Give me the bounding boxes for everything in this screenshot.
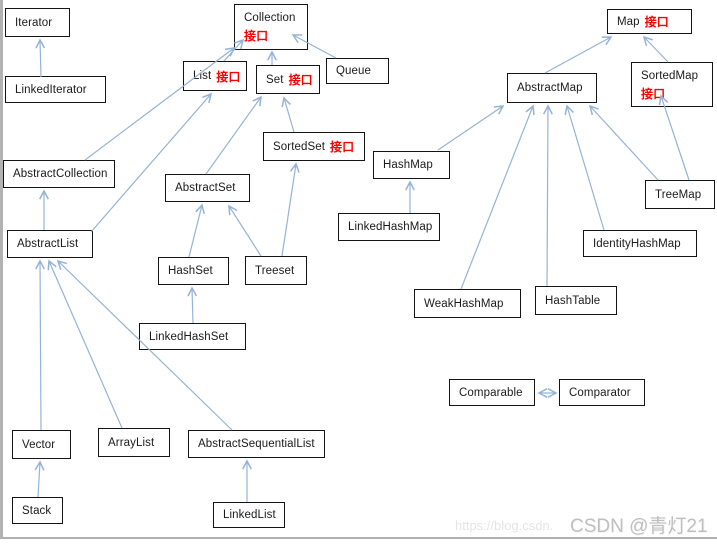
class-label: Map — [617, 15, 640, 28]
interface-label: 接口 — [244, 29, 269, 43]
class-label: Vector — [22, 438, 56, 451]
class-box-tree-map: TreeMap — [645, 180, 715, 209]
inheritance-arrow-weak-hash-map-to-abstract-map — [460, 104, 535, 290]
inheritance-arrow-abstract-set-to-set — [205, 95, 262, 175]
class-box-linked-hash-map: LinkedHashMap — [338, 213, 440, 241]
class-label: HashMap — [383, 159, 433, 171]
class-box-iterator: Iterator — [5, 8, 70, 37]
class-label: LinkedList — [223, 509, 276, 521]
class-box-hash-map: HashMap — [373, 151, 450, 179]
inheritance-arrow-array-list-to-abstract-list — [47, 259, 123, 429]
slide-edge-bottom — [0, 537, 717, 539]
class-label: HashTable — [545, 294, 601, 307]
class-box-identity-hash-map: IdentityHashMap — [583, 230, 697, 257]
interface-label: 接口 — [288, 73, 313, 87]
class-label: Stack — [22, 504, 52, 517]
inheritance-arrow-tree-map-to-sorted-map — [658, 94, 690, 181]
class-label: Comparable — [459, 386, 523, 399]
class-label: Queue — [336, 65, 372, 77]
watermark-site-text: CSDN @青灯21 — [570, 516, 708, 537]
inheritance-arrow-treeset-to-sorted-set — [281, 162, 300, 257]
class-label: ArrayList — [108, 436, 155, 449]
class-label: AbstractCollection — [13, 168, 108, 180]
class-label: AbstractMap — [517, 82, 583, 94]
class-label: LinkedHashSet — [149, 330, 229, 343]
class-box-map: Map 接口 — [607, 9, 692, 34]
class-box-weak-hash-map: WeakHashMap — [414, 289, 521, 318]
class-label: WeakHashMap — [424, 297, 504, 310]
class-box-sorted-set: SortedSet 接口 — [263, 132, 365, 161]
class-box-hash-set: HashSet — [158, 257, 229, 285]
class-box-set: Set 接口 — [256, 65, 320, 94]
slide-edge-left — [0, 0, 3, 538]
class-box-array-list: ArrayList — [98, 428, 170, 457]
class-box-treeset: Treeset — [245, 256, 307, 285]
inheritance-arrow-abstract-map-to-map — [544, 36, 613, 74]
class-box-abstract-map: AbstractMap — [507, 73, 597, 103]
inheritance-arrow-treeset-to-abstract-set — [228, 204, 262, 257]
class-label: AbstractList — [17, 238, 79, 250]
inheritance-arrow-hash-set-to-abstract-set — [188, 203, 205, 258]
interface-label: 接口 — [330, 140, 355, 154]
class-label: AbstractSet — [175, 182, 236, 194]
class-label: Treeset — [255, 264, 295, 277]
interface-label: 接口 — [641, 86, 666, 101]
class-box-abstract-sequential-list: AbstractSequentialList — [188, 430, 325, 458]
class-box-collection: Collection 接口 — [234, 4, 308, 50]
class-label: HashSet — [168, 265, 213, 277]
inheritance-arrow-hash-map-to-abstract-map — [437, 105, 505, 151]
inheritance-arrow-tree-map-to-abstract-map — [588, 104, 659, 181]
class-label: IdentityHashMap — [593, 237, 681, 250]
class-label: Set — [266, 73, 284, 86]
class-box-abstract-collection: AbstractCollection — [3, 160, 115, 188]
class-label: Iterator — [15, 16, 53, 29]
class-label: Comparator — [569, 386, 631, 399]
inheritance-arrow-sorted-set-to-set — [281, 96, 295, 133]
inheritance-arrow-linked-hash-set-to-hash-set — [187, 286, 198, 324]
class-box-vector: Vector — [12, 430, 71, 459]
class-label: LinkedHashMap — [348, 221, 433, 233]
class-label: SortedSet — [273, 140, 326, 153]
watermark-url-text: https://blog.csdn. — [455, 518, 554, 533]
class-label: List — [193, 70, 212, 82]
class-box-abstract-list: AbstractList — [7, 230, 93, 258]
class-box-list: List 接口 — [183, 61, 247, 91]
class-box-comparable: Comparable — [449, 379, 535, 406]
inheritance-arrow-linked-iterator-to-iterator — [35, 38, 46, 78]
class-box-linked-hash-set: LinkedHashSet — [139, 323, 246, 350]
inheritance-arrow-sorted-map-to-map — [642, 35, 669, 63]
class-box-sorted-map: SortedMap 接口 — [631, 62, 713, 107]
interface-label: 接口 — [216, 69, 241, 84]
class-box-linked-list: LinkedList — [213, 502, 285, 528]
class-label: TreeMap — [655, 188, 702, 201]
class-label: Collection — [244, 12, 296, 24]
inheritance-arrow-vector-to-abstract-list — [35, 259, 46, 431]
class-box-hash-table: HashTable — [535, 286, 617, 315]
class-label: AbstractSequentialList — [198, 438, 315, 450]
class-box-abstract-set: AbstractSet — [165, 174, 250, 202]
inheritance-arrow-identity-hash-map-to-abstract-map — [564, 104, 605, 231]
class-box-queue: Queue — [326, 58, 389, 84]
interface-label: 接口 — [644, 15, 669, 29]
class-box-comparator: Comparator — [559, 379, 645, 406]
inheritance-arrow-stack-to-vector — [34, 460, 45, 498]
inheritance-arrow-hash-table-to-abstract-map — [542, 104, 553, 287]
class-label: SortedMap — [641, 69, 699, 82]
class-box-stack: Stack — [12, 497, 63, 524]
class-box-linked-iterator: LinkedIterator — [5, 76, 106, 103]
class-label: LinkedIterator — [15, 83, 87, 96]
